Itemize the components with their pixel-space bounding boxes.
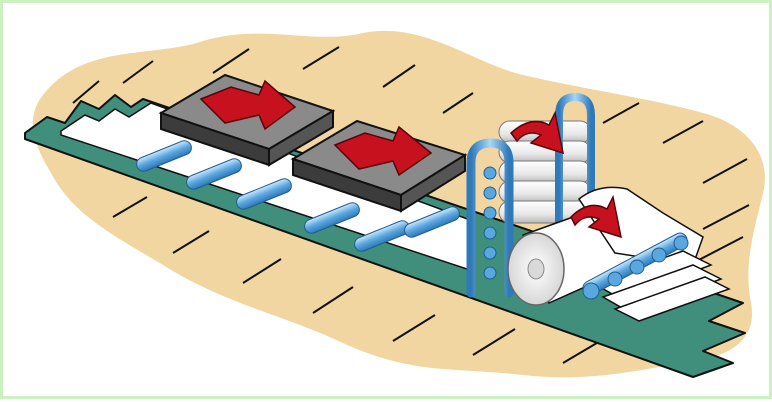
curved-arrow-icon xyxy=(509,110,564,155)
roller xyxy=(136,140,192,172)
press-plate-1 xyxy=(158,73,336,167)
frame-pipe-back xyxy=(555,92,595,227)
press-plate-2 xyxy=(290,119,468,213)
roller-group xyxy=(136,140,460,252)
down-arrow-icon xyxy=(199,79,297,131)
papermaking-diagram xyxy=(24,30,765,378)
down-arrow-icon xyxy=(333,125,433,177)
roller xyxy=(304,202,360,234)
roller xyxy=(186,158,242,190)
roller xyxy=(404,206,460,238)
backdrop-hatching xyxy=(72,46,750,364)
cut-sheets xyxy=(591,250,731,322)
frame-pipe-front xyxy=(466,138,514,298)
curved-arrow-icon xyxy=(570,194,622,239)
end-roller xyxy=(582,232,689,300)
bolt-column xyxy=(483,166,497,280)
roller xyxy=(236,178,292,210)
